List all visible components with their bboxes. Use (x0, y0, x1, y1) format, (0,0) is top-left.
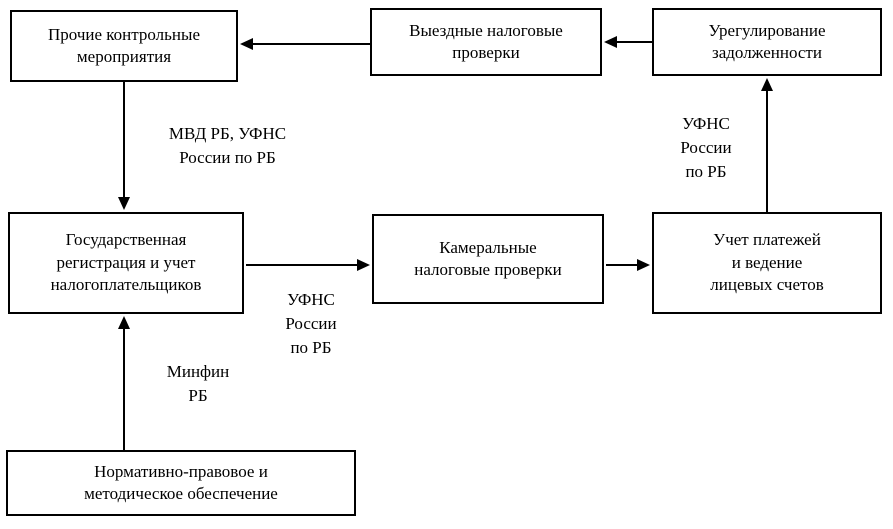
node-label: Выездные налоговые проверки (409, 20, 563, 62)
node-normativno-pravovoe-obespechenie: Нормативно-правовое и методическое обесп… (6, 450, 356, 516)
node-prochie-kontrolnye-meropriyatiya: Прочие контрольные мероприятия (10, 10, 238, 82)
arrow-uregulirovanie-to-vyezdnye (604, 36, 652, 48)
node-label: Урегулирование задолженности (708, 20, 826, 62)
node-label: Камеральные налоговые проверки (414, 237, 562, 279)
node-label: Нормативно-правовое и методическое обесп… (84, 461, 278, 503)
node-kameralnye-nalogovye-proverki: Камеральные налоговые проверки (372, 214, 604, 304)
arrow-uchet-to-uregulirovanie (761, 78, 773, 212)
node-uchet-platezhey: Учет платежей и ведение лицевых счетов (652, 212, 882, 314)
arrow-kameralnye-to-uchet (606, 259, 650, 271)
node-label: Прочие контрольные мероприятия (48, 24, 200, 66)
node-gosudarstvennaya-registraciya: Государственная регистрация и учет налог… (8, 212, 244, 314)
edge-label-ufns-rossii-po-rb-center: УФНС России по РБ (285, 290, 337, 357)
node-label: Учет платежей и ведение лицевых счетов (710, 230, 824, 295)
node-label: Государственная регистрация и учет налог… (50, 230, 202, 295)
arrow-prochie-to-gosreg (118, 82, 130, 210)
arrow-gosreg-to-kameralnye (246, 259, 370, 271)
arrow-normativnoe-to-gosreg (118, 316, 130, 450)
edge-label-ufns-rossii-po-rb-right: УФНС России по РБ (680, 114, 732, 181)
node-uregulirovanie-zadolzhennosti: Урегулирование задолженности (652, 8, 882, 76)
node-vyezdnye-nalogovye-proverki: Выездные налоговые проверки (370, 8, 602, 76)
edge-label-mvd-rb-ufns: МВД РБ, УФНС России по РБ (168, 124, 287, 167)
edge-label-minfin-rb: Минфин РБ (166, 362, 230, 405)
arrow-vyezdnye-to-prochie (240, 38, 370, 50)
